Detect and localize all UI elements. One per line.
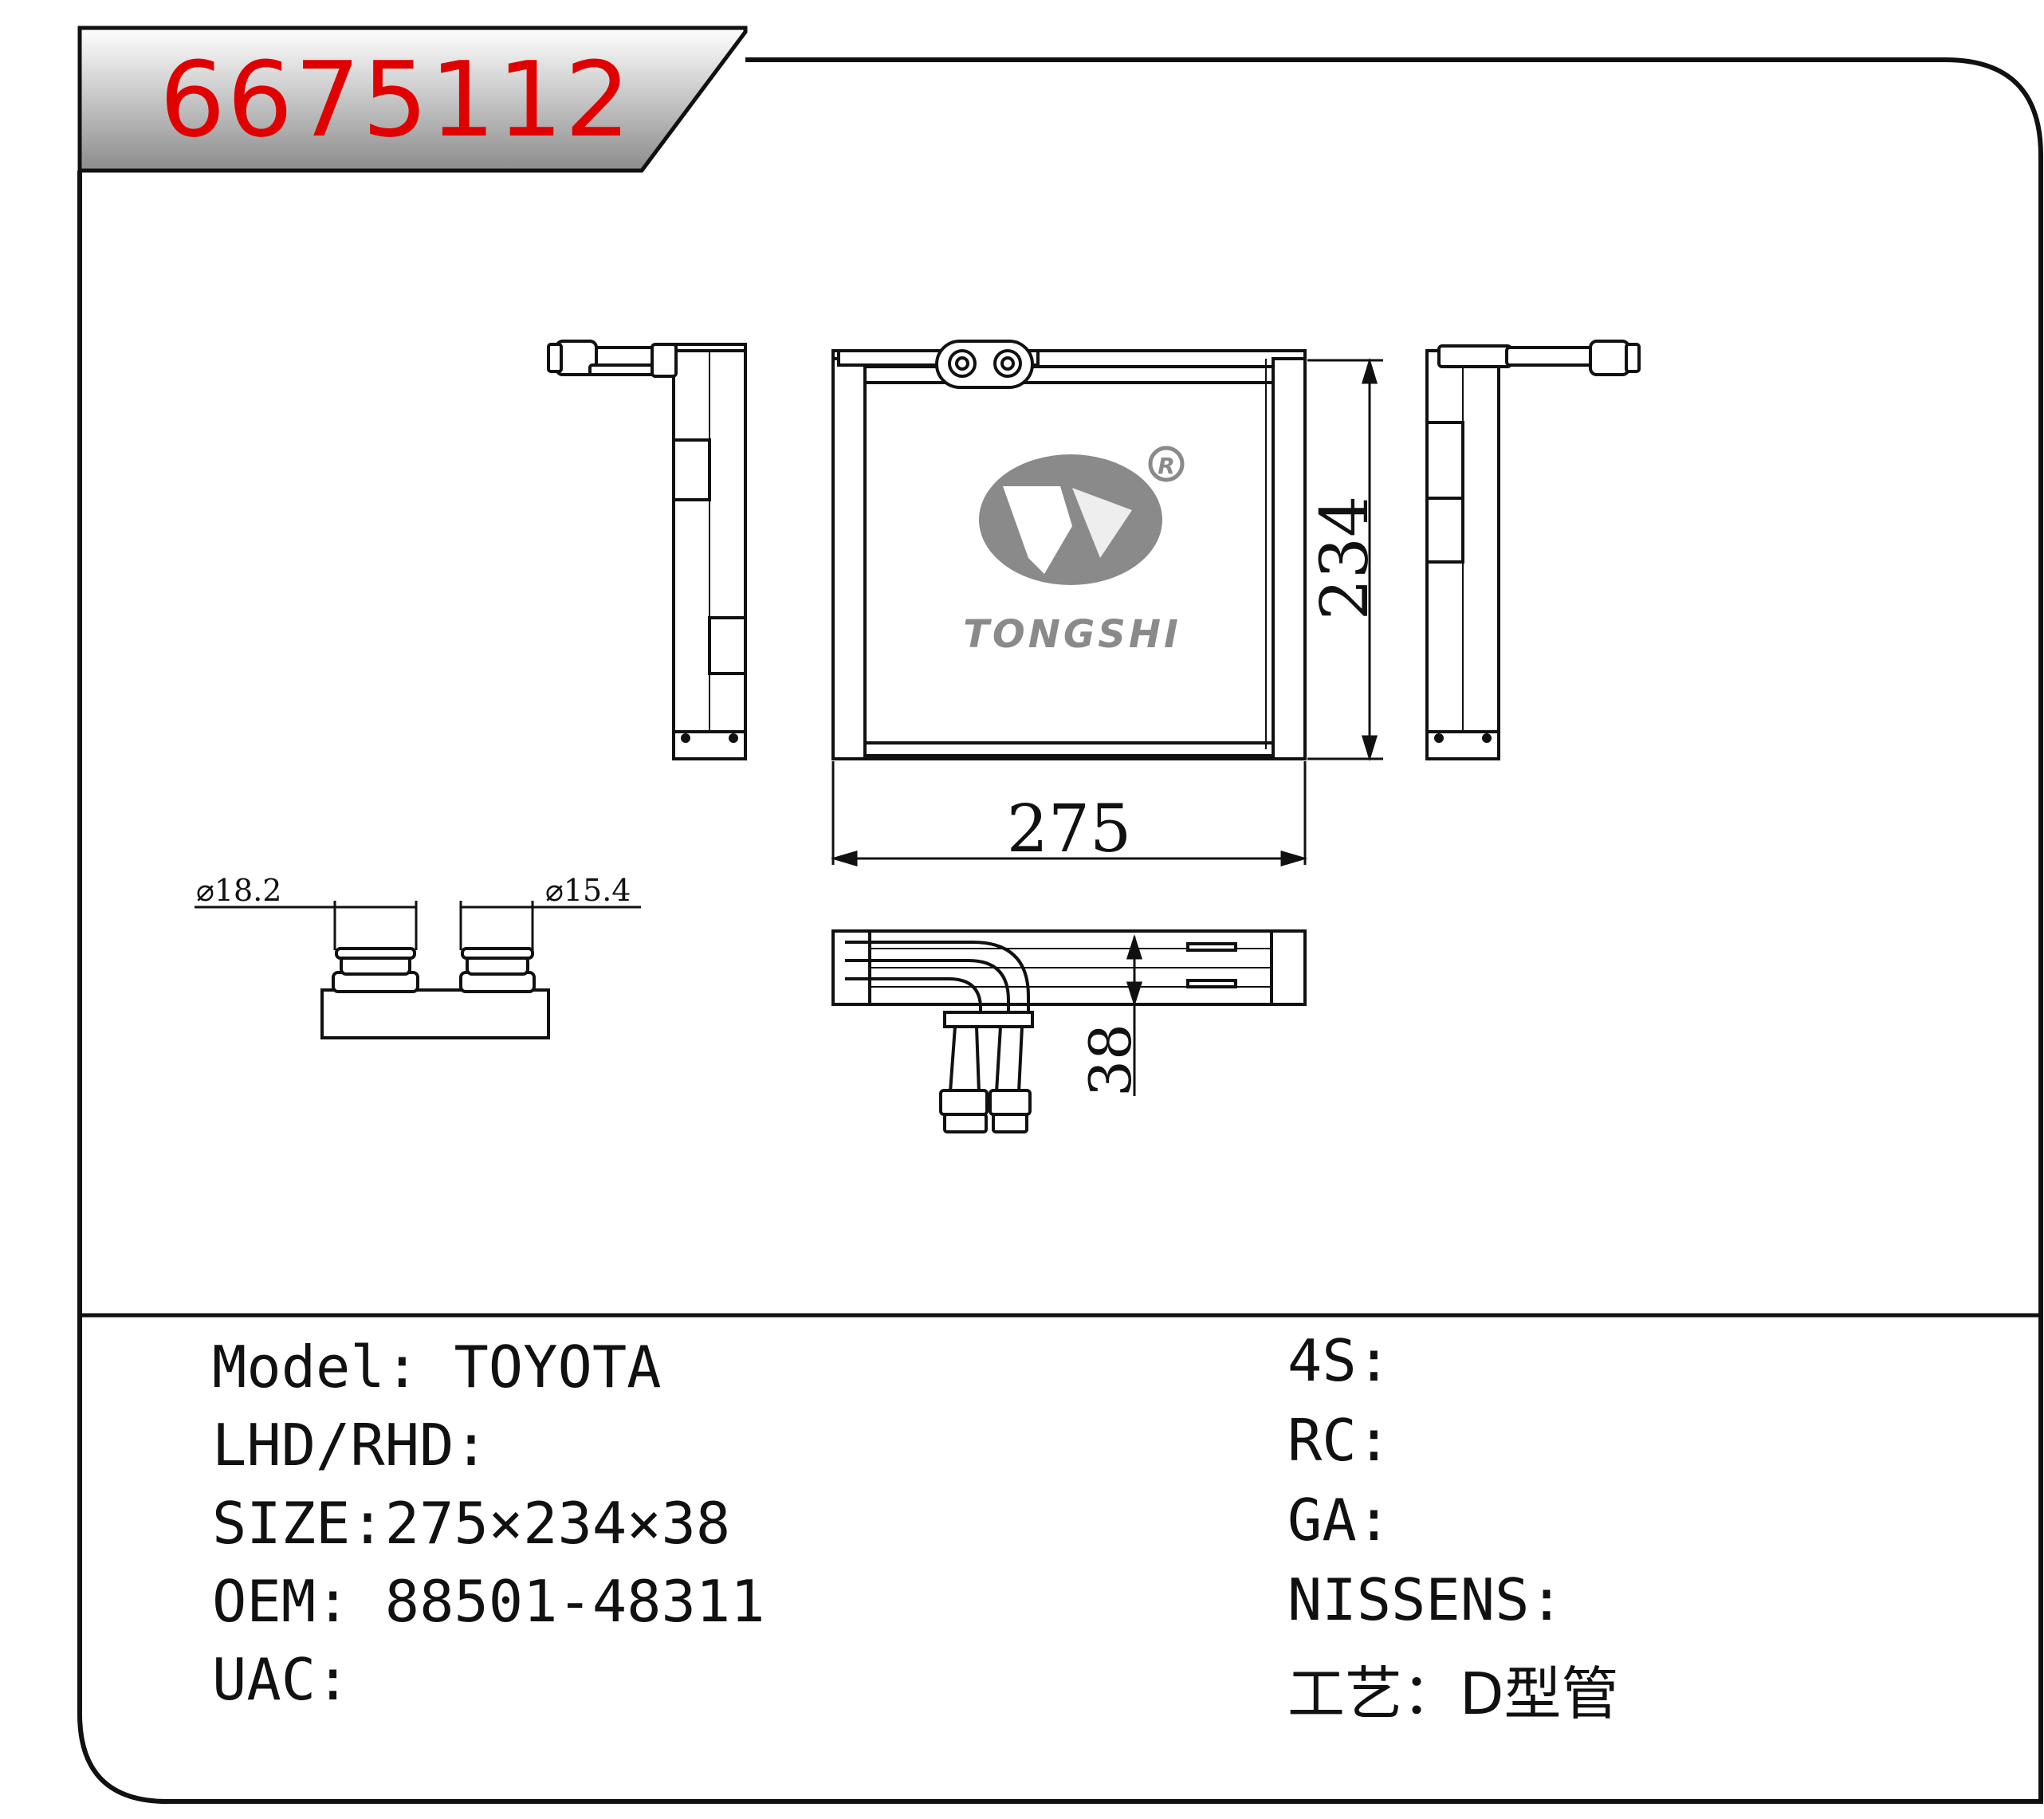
right-side-view [1425, 340, 1641, 760]
height-label: 234 [1307, 496, 1383, 621]
height-dimension [1307, 357, 1383, 762]
part-number: 6675112 [159, 39, 632, 160]
width-dimension [830, 761, 1308, 867]
outlet-diameter-label: ⌀15.4 [545, 873, 631, 908]
title-tab [77, 26, 748, 173]
outer-frame [77, 57, 2043, 1804]
spec-uac: UAC: [212, 1646, 351, 1713]
spec-size: SIZE:275×234×38 [212, 1490, 731, 1557]
spec-model: Model: TOYOTA [212, 1334, 662, 1401]
spec-4s: 4S: [1287, 1327, 1392, 1394]
front-view [831, 340, 1307, 760]
width-label: 275 [1007, 792, 1132, 867]
spec-lhd-rhd: LHD/RHD: [212, 1412, 489, 1479]
brand-name: TONGSHI [963, 612, 1181, 657]
spec-oem: OEM: 88501-48311 [212, 1568, 765, 1635]
spec-nissens: NISSENS: [1287, 1566, 1564, 1633]
spec-process: 工艺：D型管 [1287, 1660, 1619, 1727]
tongshi-logo: R TONGSHI [963, 446, 1185, 657]
spec-rc: RC: [1287, 1407, 1392, 1474]
inlet-diameter-label: ⌀18.2 [196, 873, 282, 908]
registered-mark: R [1158, 453, 1175, 479]
depth-dimension [1126, 934, 1143, 1096]
spec-ga: GA: [1287, 1487, 1392, 1554]
left-side-view [547, 340, 747, 760]
top-view [831, 929, 1307, 1133]
diameter-dimensions [195, 901, 641, 950]
depth-label: 38 [1077, 1023, 1144, 1097]
fitting-detail [320, 947, 550, 1039]
